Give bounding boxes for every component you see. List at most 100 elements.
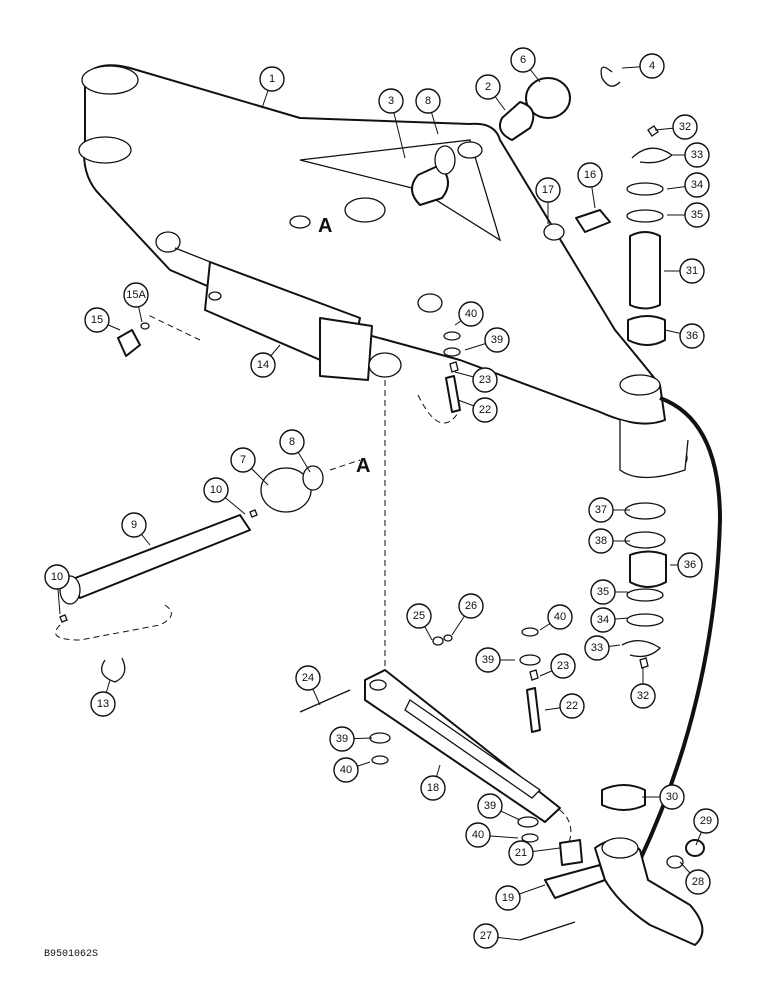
callout-35: 35 — [590, 579, 628, 605]
callout-number: 7 — [240, 454, 246, 466]
callout-balloon — [685, 869, 711, 895]
bolt-part-16 — [575, 209, 611, 233]
callout-balloon — [473, 923, 499, 949]
callout-23: 23 — [539, 653, 576, 679]
callout-38: 38 — [588, 528, 630, 554]
nut-part-28 — [666, 855, 684, 869]
washer-part-6 — [525, 77, 571, 119]
callout-21: 21 — [508, 840, 561, 866]
callout-number: 28 — [692, 876, 704, 888]
callout-number: 25 — [413, 610, 425, 622]
callout-6: 6 — [510, 47, 541, 83]
washer-part-17 — [543, 223, 565, 241]
assembly-path — [541, 799, 572, 846]
callout-number: 33 — [591, 642, 603, 654]
callout-balloon — [279, 429, 305, 455]
callout-number: 24 — [302, 672, 314, 684]
callout-number: 17 — [542, 184, 554, 196]
needle-bearing-part-36 — [627, 315, 666, 346]
snap-ring-part-13 — [101, 657, 126, 683]
callout-balloon — [472, 397, 498, 423]
callout-31: 31 — [664, 258, 705, 284]
pivot-pin-part-9 — [69, 514, 251, 599]
hydraulic-hose — [638, 396, 723, 861]
callout-9: 9 — [121, 512, 151, 546]
callout-balloon — [547, 604, 573, 630]
lock-bolt-part-32 — [647, 125, 659, 137]
callout-number: 4 — [649, 60, 655, 72]
callout-number: 36 — [686, 330, 698, 342]
callout-balloon — [477, 793, 503, 819]
callout-balloon — [250, 352, 276, 378]
callout-balloon — [679, 323, 705, 349]
callout-balloon — [684, 202, 710, 228]
callout-number: 1 — [269, 73, 275, 85]
callout-3: 3 — [378, 88, 406, 159]
callout-26: 26 — [451, 593, 484, 636]
callout-25: 25 — [406, 603, 433, 641]
callout-balloon — [333, 757, 359, 783]
callout-number: 8 — [289, 436, 295, 448]
callout-balloon — [230, 447, 256, 473]
callout-balloon — [679, 258, 705, 284]
bearing-part-30 — [601, 784, 646, 811]
callout-39: 39 — [477, 793, 521, 821]
callout-1: 1 — [259, 66, 285, 109]
callout-number: 23 — [557, 660, 569, 672]
callout-balloon — [415, 88, 441, 114]
pin-part-22-mid — [526, 687, 541, 733]
callout-balloon — [329, 726, 355, 752]
callout-19: 19 — [495, 884, 546, 911]
callout-number: 9 — [131, 519, 137, 531]
callout-balloon — [420, 775, 446, 801]
callout-balloon — [378, 88, 404, 114]
callout-balloon — [84, 307, 110, 333]
callout-number: 26 — [465, 600, 477, 612]
callout-balloon — [693, 808, 719, 834]
callout-number: 33 — [691, 149, 703, 161]
callout-number: 27 — [480, 930, 492, 942]
callout-balloon — [677, 552, 703, 578]
callout-number: 13 — [97, 698, 109, 710]
callout-40: 40 — [539, 604, 573, 631]
callout-number: 40 — [465, 308, 477, 320]
washer-part-40 — [443, 331, 461, 341]
fitting-part-23-mid — [529, 669, 539, 681]
reference-letter: A — [356, 455, 370, 477]
callout-13: 13 — [90, 679, 116, 717]
callout-number: 23 — [479, 374, 491, 386]
callout-number: 8 — [425, 95, 431, 107]
callout-number: 39 — [336, 733, 348, 745]
callout-number: 34 — [597, 614, 609, 626]
callout-balloon — [684, 172, 710, 198]
callout-balloon — [508, 840, 534, 866]
callout-24: 24 — [295, 665, 321, 706]
callout-number: 34 — [691, 179, 703, 191]
callout-number: 6 — [520, 54, 526, 66]
callout-28: 28 — [679, 861, 711, 895]
callout-27: 27 — [473, 923, 521, 949]
ring-part-38 — [624, 531, 666, 549]
callout-number: 38 — [595, 535, 607, 547]
callout-balloon — [659, 784, 685, 810]
callout-32: 32 — [630, 668, 656, 709]
disc-part-34 — [626, 182, 664, 196]
callout-30: 30 — [642, 784, 685, 810]
callout-8: 8 — [279, 429, 311, 473]
callout-34: 34 — [590, 607, 629, 633]
callout-number: 22 — [479, 404, 491, 416]
callout-balloon — [639, 53, 665, 79]
callout-number: 30 — [666, 791, 678, 803]
king-pin-part-31 — [629, 231, 661, 310]
washer-part-39-left — [369, 732, 391, 744]
callout-4: 4 — [621, 53, 665, 79]
callout-number: 35 — [597, 586, 609, 598]
callout-37: 37 — [588, 497, 630, 523]
bushing-part-2 — [499, 101, 535, 141]
callout-balloon — [44, 564, 70, 590]
washer-part-39-low — [517, 816, 539, 828]
callout-number: 36 — [684, 559, 696, 571]
callout-balloon — [406, 603, 432, 629]
